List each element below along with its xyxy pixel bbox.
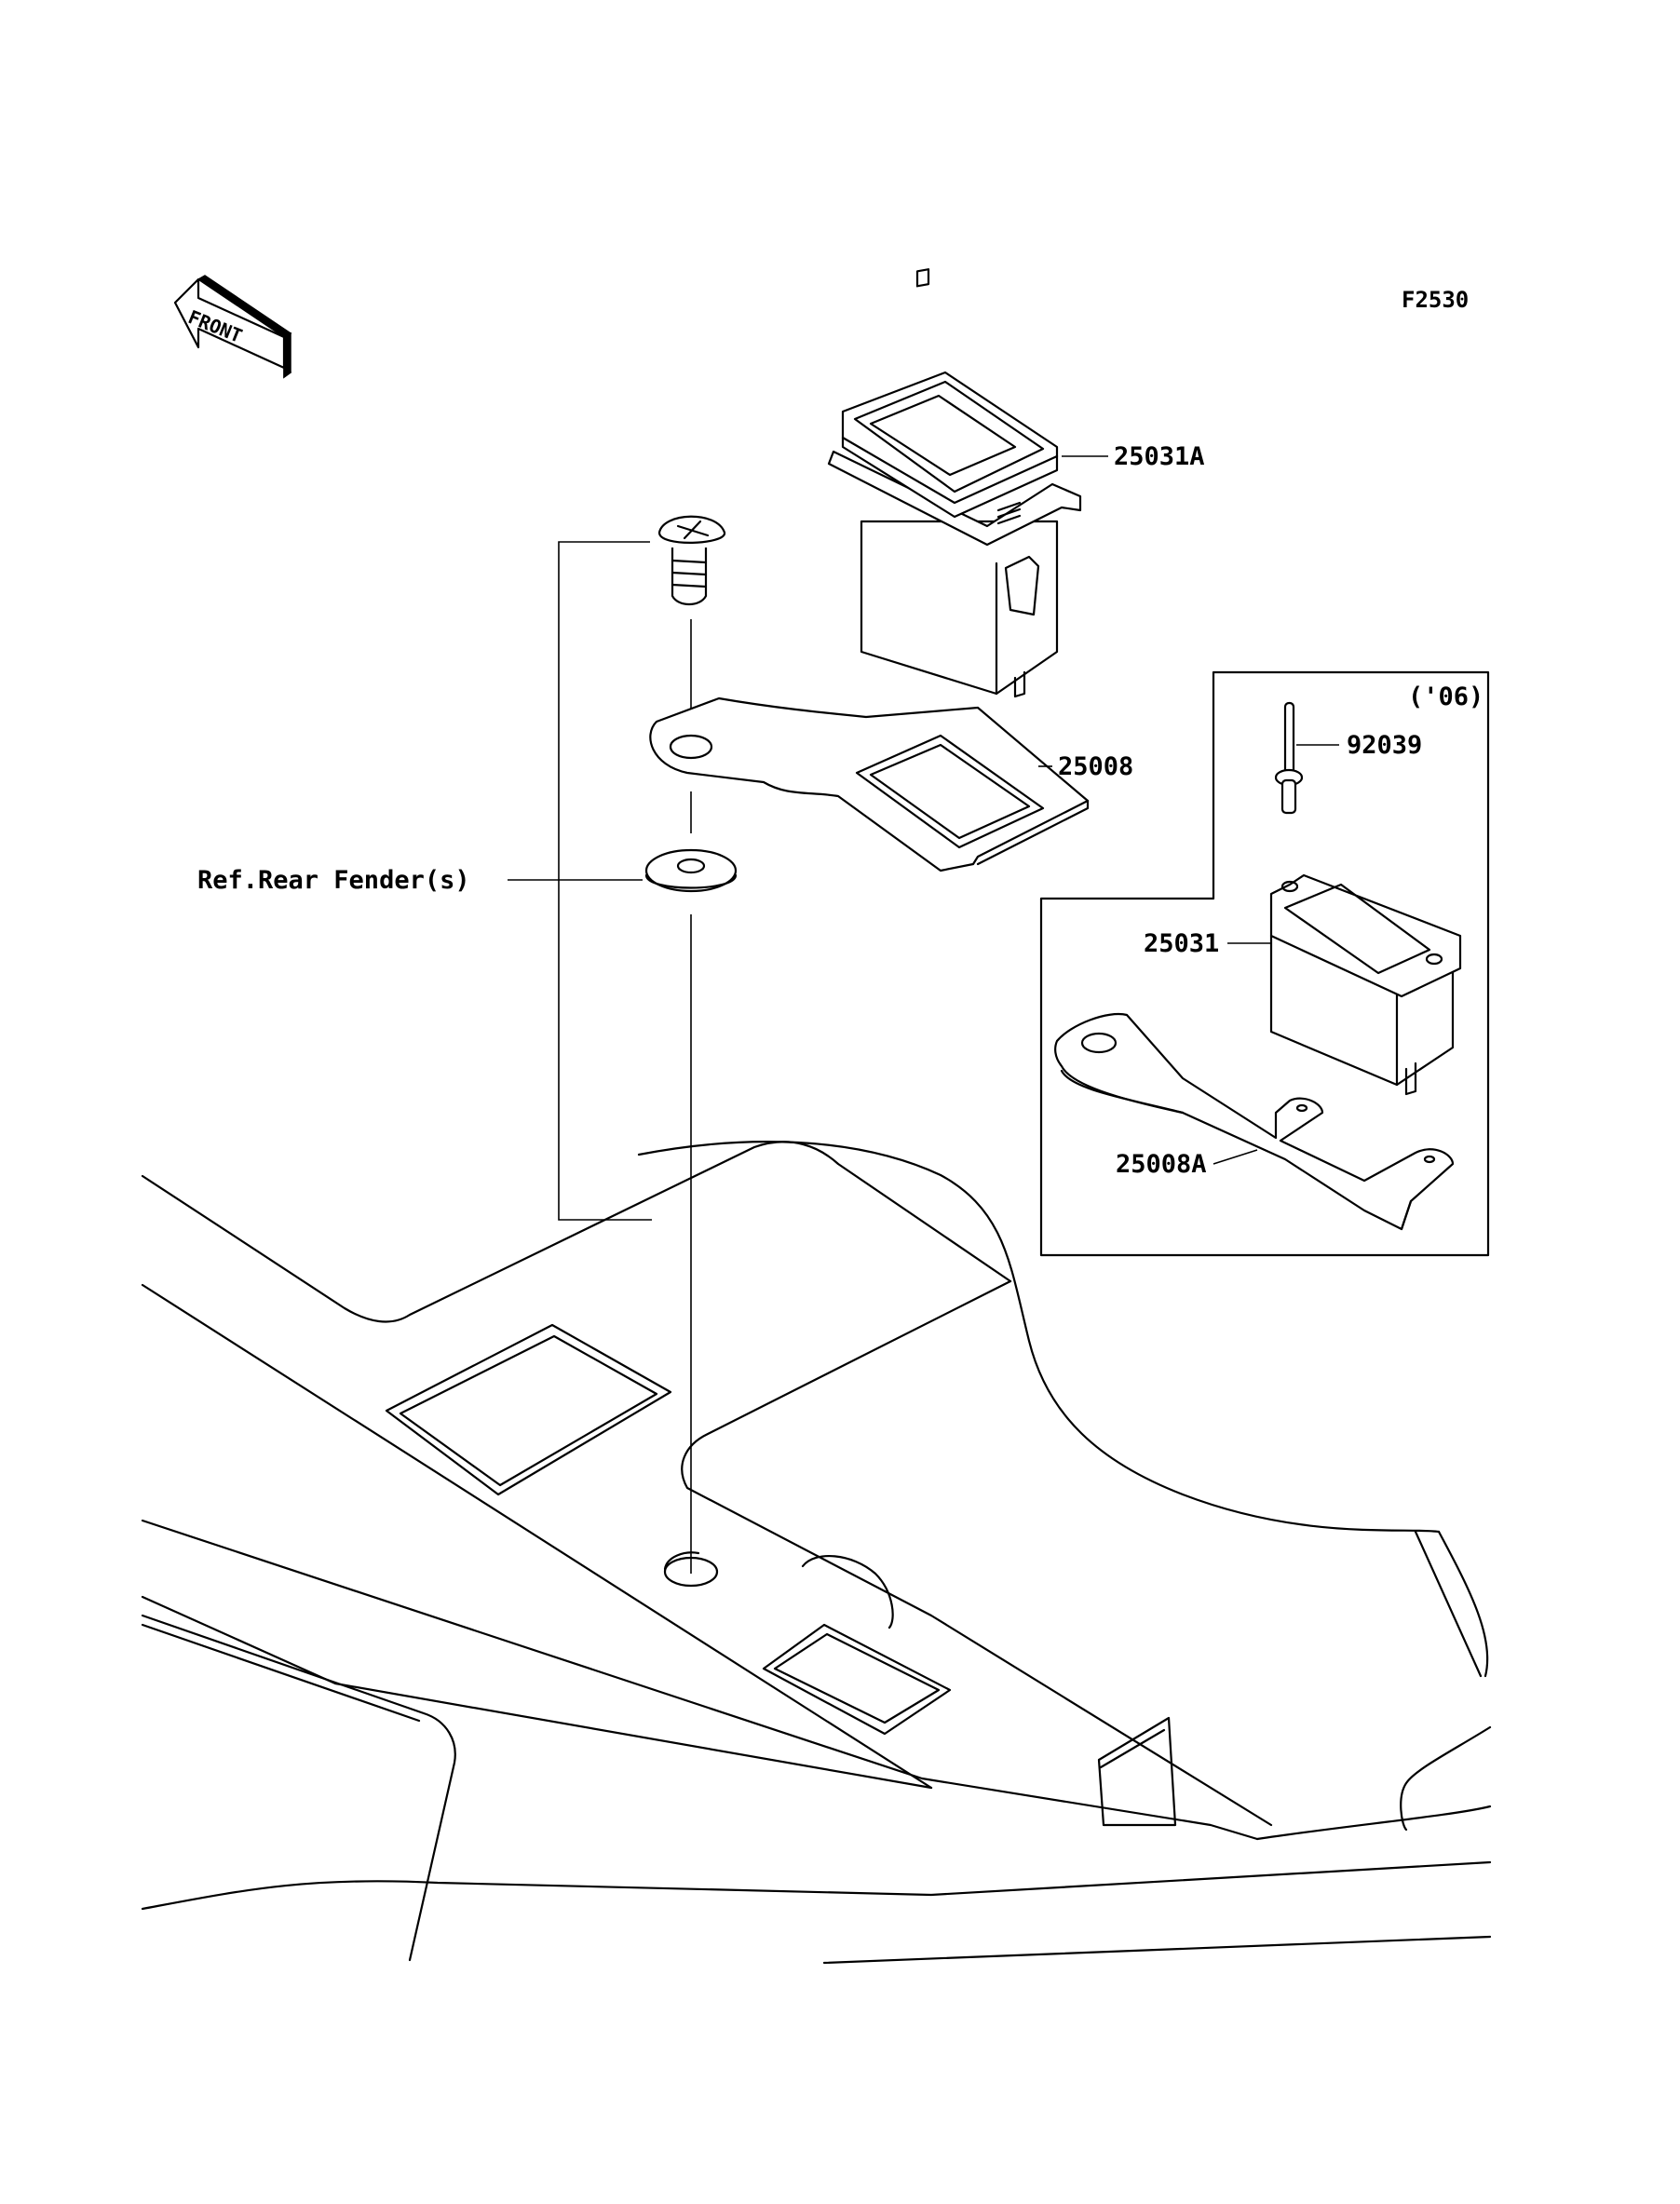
bracket-25008 xyxy=(649,696,1090,872)
callout-25031a: 25031A xyxy=(1114,442,1205,471)
rivet-92039 xyxy=(1274,701,1304,815)
screw xyxy=(657,515,726,606)
inset-note: ('06) xyxy=(1408,683,1484,711)
bracket-25008a xyxy=(1054,1012,1455,1231)
reference-bracket xyxy=(508,541,652,1221)
callout-25008: 25008 xyxy=(1058,752,1134,781)
washer xyxy=(644,848,738,893)
callout-reference-rear-fender: Ref.Rear Fender(s) xyxy=(197,866,470,895)
inset-frame xyxy=(1039,670,1490,1257)
callout-92039: 92039 xyxy=(1347,731,1423,760)
hour-meter-25031a xyxy=(827,268,1082,698)
hour-meter-25031 xyxy=(1269,873,1462,1096)
callout-25008a: 25008A xyxy=(1116,1150,1207,1179)
front-arrow-icon xyxy=(173,275,292,379)
rear-fender xyxy=(141,1141,1492,1965)
leader-lines xyxy=(1038,455,1339,1165)
callout-25031: 25031 xyxy=(1144,929,1220,958)
figure-code: F2530 xyxy=(1402,287,1470,313)
